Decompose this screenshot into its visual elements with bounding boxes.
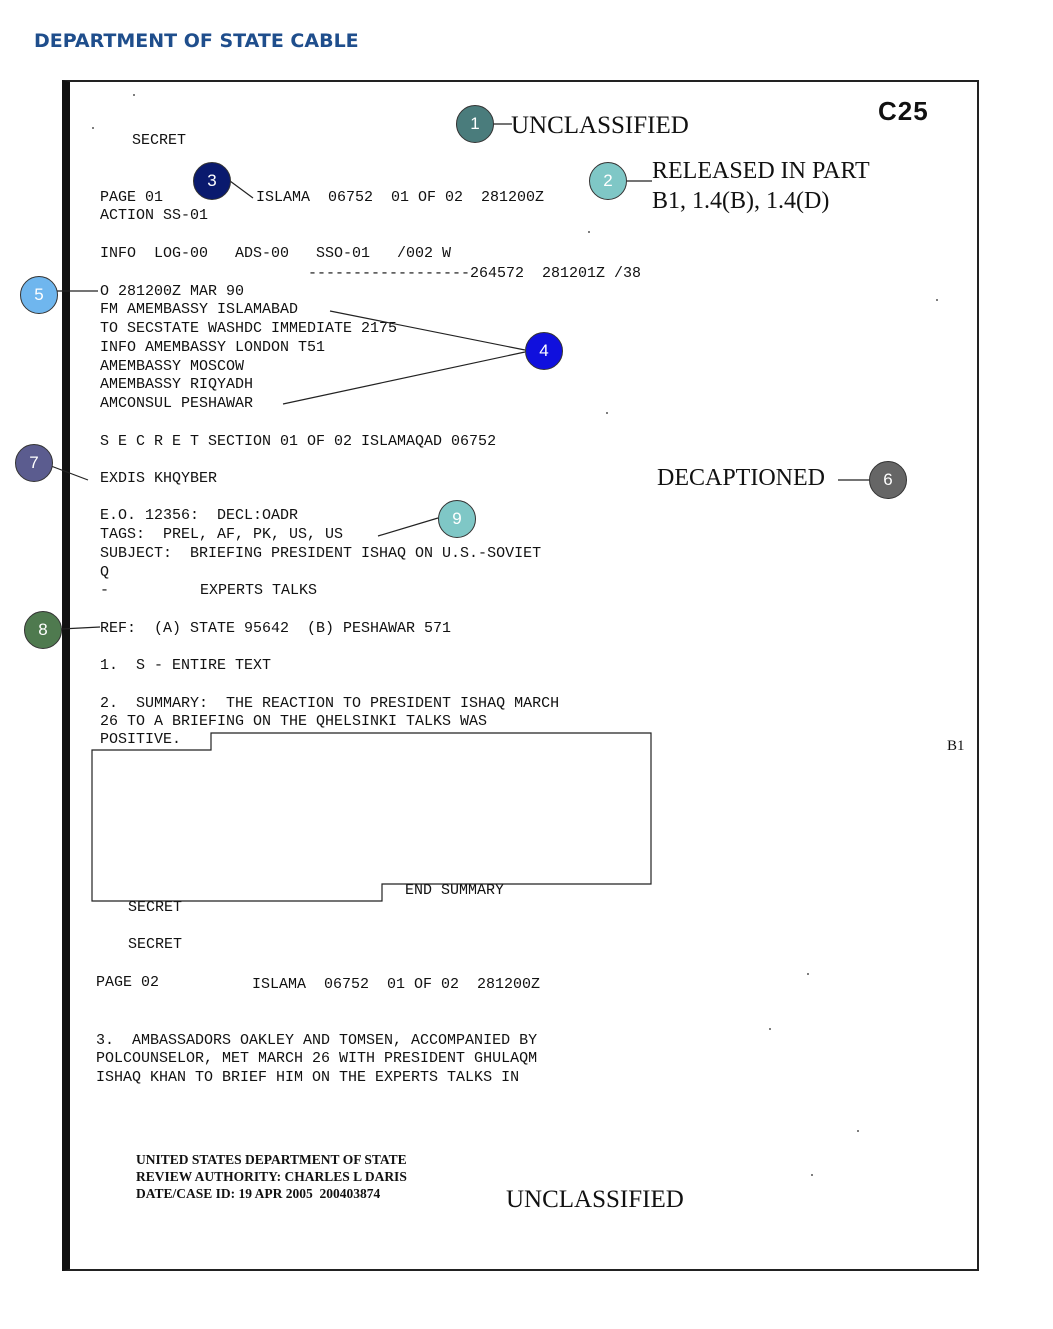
classification-top: SECRET <box>132 132 187 149</box>
scan-speck <box>588 231 590 233</box>
released-in-part-stamp: RELEASED IN PART <box>652 158 870 184</box>
ref-line: REF: (A) STATE 95642 (B) PESHAWAR 571 <box>100 620 452 637</box>
classification-mid-1: SECRET <box>128 899 183 916</box>
exdis-line: EXDIS KHQYBER <box>100 470 218 487</box>
paragraph-3-line-2: POLCOUNSELOR, MET MARCH 26 WITH PRESIDEN… <box>96 1050 538 1067</box>
redaction-box <box>91 732 652 902</box>
to-line: TO SECSTATE WASHDC IMMEDIATE 2175 <box>100 320 398 337</box>
end-summary: END SUMMARY <box>405 882 505 899</box>
message-reference-02: ISLAMA 06752 01 OF 02 281200Z <box>252 976 541 993</box>
page-number-02: PAGE 02 <box>96 974 160 991</box>
scan-speck <box>606 412 608 414</box>
subject-dash: - <box>100 582 110 599</box>
review-authority-line-1: UNITED STATES DEPARTMENT OF STATE <box>136 1152 407 1167</box>
unclassified-stamp-top: UNCLASSIFIED <box>511 112 689 139</box>
c25-stamp: C25 <box>878 96 929 126</box>
callout-2: 2 <box>589 162 627 200</box>
page-number-01: PAGE 01 <box>100 189 164 206</box>
addressee-peshawar: AMCONSUL PESHAWAR <box>100 395 254 412</box>
callout-9: 9 <box>438 500 476 538</box>
cable-page <box>62 80 979 1271</box>
document-heading: DEPARTMENT OF STATE CABLE <box>34 30 359 52</box>
callout-8: 8 <box>24 611 62 649</box>
review-authority-line-2: REVIEW AUTHORITY: CHARLES L DARIS <box>136 1169 407 1184</box>
callout-3: 3 <box>193 162 231 200</box>
subject-q: Q <box>100 564 110 581</box>
addressee-riyadh: AMEMBASSY RIQYADH <box>100 376 254 393</box>
section-line: S E C R E T SECTION 01 OF 02 ISLAMAQAD 0… <box>100 433 497 450</box>
callout-4: 4 <box>525 332 563 370</box>
subject-line: SUBJECT: BRIEFING PRESIDENT ISHAQ ON U.S… <box>100 545 542 562</box>
classification-mid-2: SECRET <box>128 936 183 953</box>
dash-line: ------------------264572 281201Z /38 <box>308 265 642 282</box>
eo-line: E.O. 12356: DECL:OADR <box>100 507 299 524</box>
paragraph-2-line-3: POSITIVE. <box>100 731 182 748</box>
tags-line: TAGS: PREL, AF, PK, US, US <box>100 526 344 543</box>
scan-speck <box>769 1028 771 1030</box>
b1-marker: B1 <box>947 738 965 754</box>
action-line: ACTION SS-01 <box>100 207 209 224</box>
callout-1: 1 <box>456 105 494 143</box>
date-time-group: O 281200Z MAR 90 <box>100 283 245 300</box>
info-line: INFO LOG-00 ADS-00 SSO-01 /002 W <box>100 245 452 262</box>
exemption-codes-stamp: B1, 1.4(B), 1.4(D) <box>652 188 830 214</box>
info-addressee-london: INFO AMEMBASSY LONDON T51 <box>100 339 326 356</box>
callout-7: 7 <box>15 444 53 482</box>
from-line: FM AMEMBASSY ISLAMABAD <box>100 301 299 318</box>
callout-5: 5 <box>20 276 58 314</box>
paragraph-2-line-2: 26 TO A BRIEFING ON THE QHELSINKI TALKS … <box>100 713 488 730</box>
callout-6: 6 <box>869 461 907 499</box>
unclassified-stamp-bottom: UNCLASSIFIED <box>506 1186 684 1213</box>
scan-speck <box>936 299 938 301</box>
scan-speck <box>133 94 135 96</box>
subject-continuation: EXPERTS TALKS <box>200 582 318 599</box>
scan-speck <box>92 127 94 129</box>
decaptioned-stamp: DECAPTIONED <box>657 465 825 491</box>
paragraph-3-line-3: ISHAQ KHAN TO BRIEF HIM ON THE EXPERTS T… <box>96 1069 520 1086</box>
message-reference-01: ISLAMA 06752 01 OF 02 281200Z <box>256 189 545 206</box>
paragraph-3-line-1: 3. AMBASSADORS OAKLEY AND TOMSEN, ACCOMP… <box>96 1032 538 1049</box>
scan-speck <box>807 973 809 975</box>
paragraph-1: 1. S - ENTIRE TEXT <box>100 657 272 674</box>
scan-speck <box>857 1130 859 1132</box>
addressee-moscow: AMEMBASSY MOSCOW <box>100 358 245 375</box>
paragraph-2-line-1: 2. SUMMARY: THE REACTION TO PRESIDENT IS… <box>100 695 560 712</box>
review-authority-line-3: DATE/CASE ID: 19 APR 2005 200403874 <box>136 1186 381 1201</box>
scan-speck <box>811 1174 813 1176</box>
